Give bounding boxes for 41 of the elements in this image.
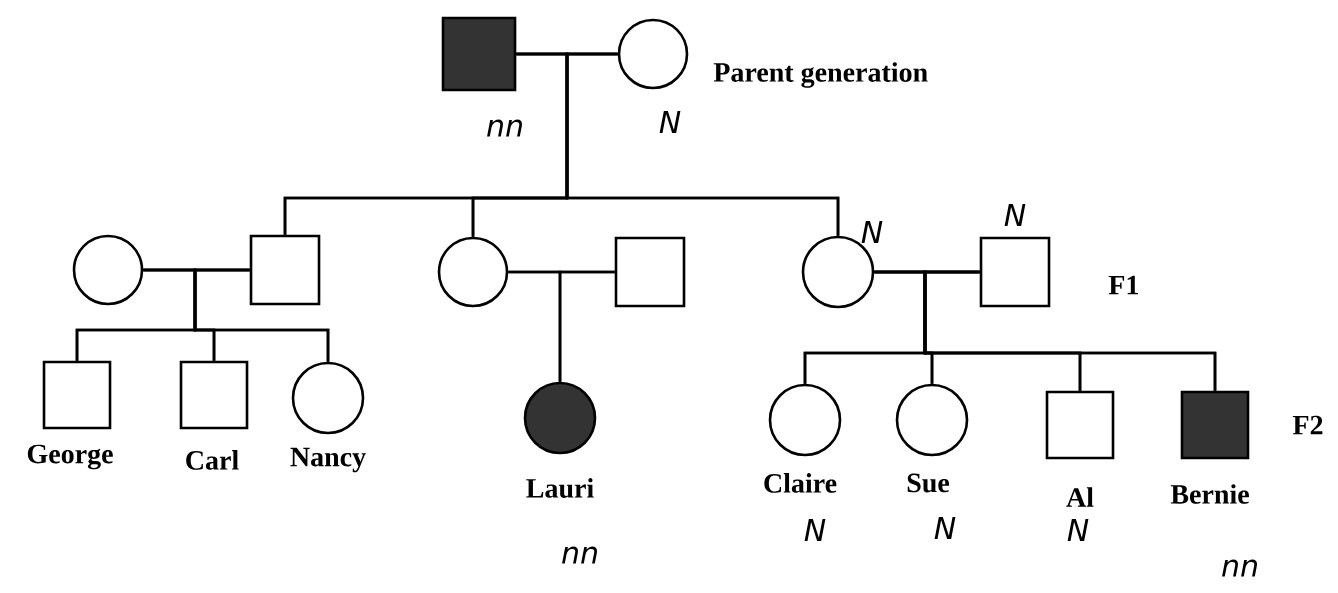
male-square <box>1180 390 1250 460</box>
name-label: Sue <box>907 473 950 493</box>
female-circle <box>523 381 597 455</box>
male-square <box>249 234 321 306</box>
generation-label: Parent generation <box>713 62 928 88</box>
name-label: George <box>27 444 113 470</box>
name-label: Al <box>1066 487 1094 507</box>
name-label: Lauri <box>526 478 594 498</box>
name-label: Carl <box>186 450 239 470</box>
marriage-line <box>516 52 618 56</box>
female-circle <box>768 383 842 457</box>
name-label: Nancy <box>290 447 366 473</box>
descent-line <box>803 270 927 384</box>
marriage-line <box>508 270 615 274</box>
name-label: Claire <box>764 473 837 493</box>
female-circle <box>291 361 365 435</box>
generation-label: F1 <box>1108 275 1138 295</box>
handwritten-note: N <box>861 221 883 243</box>
generation-label: F2 <box>1292 415 1323 435</box>
female-circle <box>437 236 509 308</box>
marriage-line <box>143 268 250 272</box>
handwritten-note: N <box>1067 519 1089 541</box>
descent-line <box>75 268 197 361</box>
handwritten-note: N <box>659 111 681 133</box>
handwritten-note: nn <box>1222 559 1257 577</box>
male-square <box>1045 390 1115 460</box>
female-circle <box>895 383 969 457</box>
handwritten-note: N <box>1004 204 1026 226</box>
marriage-line <box>874 270 980 274</box>
name-label: Bernie <box>1170 484 1249 504</box>
handwritten-note: N <box>934 517 956 539</box>
male-square <box>441 16 517 92</box>
male-square <box>614 236 686 308</box>
female-circle <box>617 18 689 90</box>
handwritten-note: nn <box>487 119 522 137</box>
female-circle <box>72 234 144 306</box>
handwritten-note: nn <box>562 546 597 564</box>
male-square <box>979 236 1051 308</box>
handwritten-note: N <box>804 519 826 541</box>
male-square <box>179 360 249 430</box>
male-square <box>42 360 112 430</box>
